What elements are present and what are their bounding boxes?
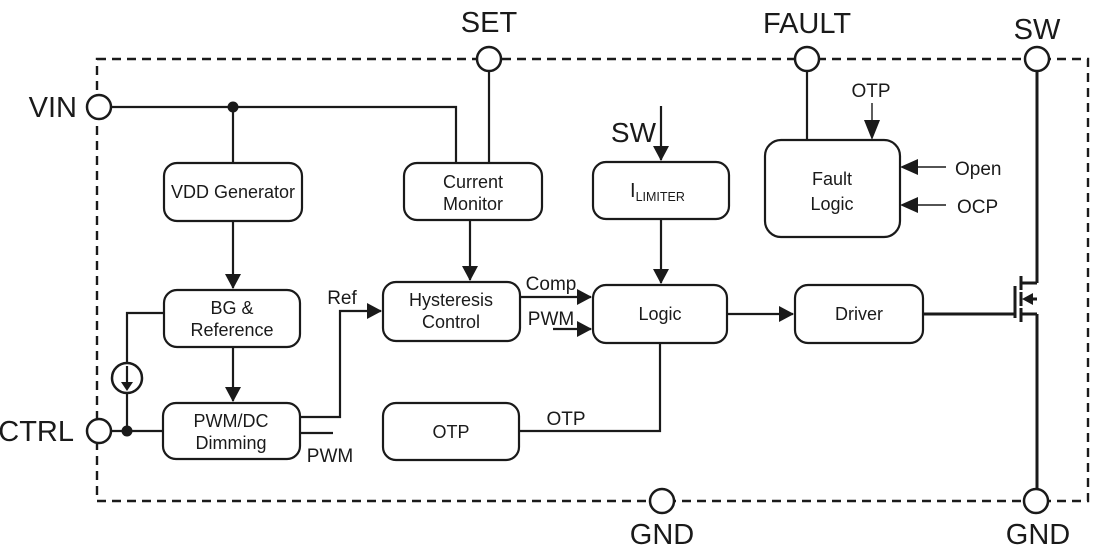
block-hysteresis-control-line2: Control bbox=[422, 312, 480, 332]
block-fault-logic-line1: Fault bbox=[812, 169, 852, 189]
current-source-arrowhead bbox=[121, 382, 133, 391]
pin-gnd-right bbox=[1022, 487, 1050, 515]
block-otp-label: OTP bbox=[432, 422, 469, 442]
signal-open-label: Open bbox=[955, 159, 1001, 180]
block-hysteresis-control-line1: Hysteresis bbox=[409, 290, 493, 310]
block-current-monitor bbox=[402, 161, 544, 222]
pin-gnd-right-label: GND bbox=[1006, 519, 1070, 551]
wire-ref-to-hysteresis bbox=[300, 303, 382, 419]
block-pwm-dc-dimming-line2: Dimming bbox=[195, 433, 266, 453]
block-fault-logic-line2: Logic bbox=[810, 194, 853, 214]
pin-set bbox=[475, 45, 503, 73]
pin-fault-label: FAULT bbox=[763, 8, 851, 40]
nmos-transistor bbox=[1013, 276, 1037, 322]
pin-ctrl-label: CTRL bbox=[0, 416, 74, 448]
junction-vin bbox=[227, 101, 239, 113]
chip-boundary bbox=[95, 57, 1090, 503]
block-i-limiter-label: ILIMITER bbox=[630, 180, 685, 204]
signal-comp-label: Comp bbox=[526, 274, 577, 295]
arrowhead-ocp bbox=[900, 197, 918, 213]
pin-vin-label: VIN bbox=[29, 92, 77, 124]
arrowhead-open bbox=[900, 159, 918, 175]
i-limiter-base: I bbox=[630, 180, 636, 202]
wire-otp-to-logic bbox=[519, 343, 662, 433]
pin-sw-label: SW bbox=[1014, 14, 1061, 46]
signal-otp-out-label: OTP bbox=[546, 409, 585, 430]
block-vdd-generator bbox=[162, 161, 304, 223]
pin-sw bbox=[1023, 45, 1051, 73]
pin-gnd-left-label: GND bbox=[630, 519, 694, 551]
block-hysteresis-control bbox=[381, 280, 522, 343]
block-logic bbox=[591, 283, 729, 345]
signal-pwm-in-label: PWM bbox=[528, 309, 574, 330]
junction-ctrl bbox=[121, 425, 133, 437]
block-current-monitor-line1: Current bbox=[443, 172, 503, 192]
pin-set-label: SET bbox=[461, 7, 518, 39]
i-limiter-subscript: LIMITER bbox=[636, 190, 685, 204]
pin-gnd-left bbox=[648, 487, 676, 515]
block-fault-logic bbox=[763, 138, 902, 239]
block-vdd-generator-label: VDD Generator bbox=[171, 182, 295, 202]
arrowhead-otp-fault bbox=[864, 120, 880, 140]
block-logic-label: Logic bbox=[638, 304, 681, 324]
block-driver-label: Driver bbox=[835, 304, 883, 324]
block-driver bbox=[793, 283, 925, 345]
block-bg-reference bbox=[162, 288, 302, 349]
block-otp bbox=[381, 401, 521, 462]
block-bg-reference-line2: Reference bbox=[190, 320, 273, 340]
signal-ocp-label: OCP bbox=[957, 197, 998, 218]
block-pwm-dc-dimming-line1: PWM/DC bbox=[194, 411, 269, 431]
block-bg-reference-line1: BG & bbox=[210, 298, 253, 318]
pin-ctrl bbox=[85, 417, 113, 445]
signal-sw-in-label: SW bbox=[611, 117, 657, 148]
block-current-monitor-line2: Monitor bbox=[443, 194, 503, 214]
pin-vin bbox=[85, 93, 113, 121]
signal-otp-in-label: OTP bbox=[851, 81, 890, 102]
signal-pwm-out-label: PWM bbox=[307, 446, 353, 467]
pin-fault bbox=[793, 45, 821, 73]
nmos-body-arrow bbox=[1022, 293, 1033, 305]
current-source-symbol bbox=[110, 361, 144, 395]
wire-vin-rail bbox=[111, 105, 458, 163]
signal-ref-label: Ref bbox=[327, 288, 357, 309]
block-i-limiter bbox=[591, 160, 731, 221]
block-pwm-dc-dimming bbox=[161, 401, 302, 461]
